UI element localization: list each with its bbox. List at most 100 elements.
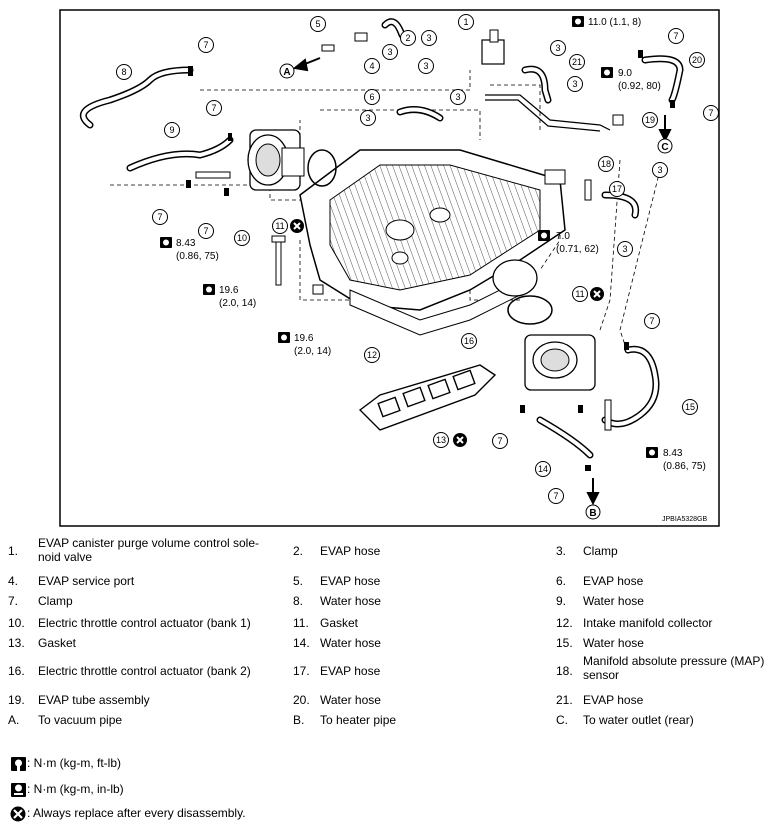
legend-text: Water hose [583,636,644,650]
callout-3: 3 [382,44,398,60]
legend-text: Clamp [583,544,618,558]
legend-number: 7. [8,594,19,608]
callout-3: 3 [550,40,566,56]
svg-text:1: 1 [463,17,468,27]
legend-number: 3. [556,544,567,558]
svg-text:19: 19 [645,115,655,125]
svg-text:3: 3 [423,61,428,71]
legend-text: EVAP service port [38,574,135,588]
svg-text:7: 7 [203,226,208,236]
svg-text:17: 17 [612,184,622,194]
legend-text: EVAP hose [583,693,644,707]
torque-value: 19.6 [219,285,239,296]
callout-18: 18 [598,156,614,172]
legend-number: 5. [293,574,304,588]
legend-number: C. [556,713,568,727]
callout-12: 12 [364,347,380,363]
callout-7: 7 [198,223,214,239]
callout-13: 13 [433,432,449,448]
legend-number: B. [293,713,305,727]
replace-part-icon [453,433,467,447]
svg-text:11: 11 [575,289,584,299]
evap-tube-assembly [485,94,611,132]
legend-text: Electric throttle control actuator (bank… [38,664,251,678]
legend-number: 18. [556,664,573,678]
callout-9: 9 [164,122,180,138]
legend-text: EVAP tube assembly [38,693,150,707]
svg-text:3: 3 [572,79,577,89]
callout-6: 6 [364,89,380,105]
svg-text:7: 7 [203,40,208,50]
letter-label: A [283,67,290,78]
replace-part-icon [590,287,604,301]
legend-number: 9. [556,594,567,608]
callout-1: 1 [458,14,474,30]
torque-value: 8.43 [176,238,196,249]
torque-in-lb-icon [160,237,172,248]
callout-3: 3 [360,110,376,126]
legend-number: 12. [556,616,573,630]
symbol-key-row: : N·m (kg-m, ft-lb) [10,756,121,772]
svg-text:21: 21 [572,57,582,67]
purge-valve [481,29,505,65]
callout-5: 5 [310,16,326,32]
svg-text:7: 7 [211,103,216,113]
callout-20: 20 [689,52,705,68]
legend-text: Clamp [38,594,73,608]
svg-text:2: 2 [405,33,410,43]
replace-part-icon [10,806,27,822]
legend-number: 20. [293,693,310,707]
torque-ft-lb-icon [572,16,584,27]
svg-text:3: 3 [426,33,431,43]
callout-11: 11 [572,286,588,302]
legend-text: EVAP hose [320,544,381,558]
torque-value: 19.6 [294,333,314,344]
legend-text: Gasket [38,636,77,650]
callout-16: 16 [461,333,477,349]
legend-number: 17. [293,664,310,678]
svg-text:10: 10 [237,233,247,243]
svg-text:3: 3 [387,47,392,57]
torque-value: (0.71, 62) [556,244,599,255]
torque-ft-lb-icon [10,756,27,772]
symbol-key-row: : N·m (kg-m, in-lb) [10,782,124,798]
legend-number: 13. [8,636,25,650]
torque-value: (0.86, 75) [176,251,219,262]
legend-number: 11. [293,616,309,630]
torque-in-lb-icon [538,230,550,241]
legend-text: To heater pipe [320,713,397,727]
direction-arrows [292,57,672,506]
callout-7: 7 [152,209,168,225]
callout-4: 4 [364,58,380,74]
throttle-body-bank-2 [524,334,596,391]
legend-number: 16. [8,664,25,678]
callout-7: 7 [668,28,684,44]
letter-marker-c: C [657,138,673,154]
letter-marker-a: A [279,63,295,79]
legend-text: EVAP hose [320,574,381,588]
legend-text: Gasket [320,616,359,630]
svg-text:11: 11 [275,221,284,231]
legend-number: 15. [556,636,573,650]
symbol-key-text: : Always replace after every disassembly… [27,806,246,821]
svg-text:6: 6 [369,92,374,102]
flange-bank-2 [492,259,538,297]
torque-values: 11.0 (1.1, 8) 9.0 (0.92, 80) 8.43 (0.86,… [176,17,706,472]
legend-text: EVAP hose [583,574,644,588]
legend-number: 8. [293,594,304,608]
manifold-gasket [358,364,497,431]
svg-text:14: 14 [538,464,548,474]
torque-value: 11.0 (1.1, 8) [588,17,641,28]
legend-text: Intake manifold collector [583,616,713,630]
hose-inner [81,19,683,457]
exploded-view-diagram: A B C 1233333333345677777777789101111121… [59,9,720,527]
svg-text:18: 18 [601,159,611,169]
svg-text:13: 13 [436,435,446,445]
svg-text:3: 3 [455,92,460,102]
legend-text: To vacuum pipe [38,713,123,727]
letter-label: B [589,508,596,519]
callout-numbers: 1233333333345677777777789101111121314151… [116,14,719,504]
svg-text:8: 8 [121,67,126,77]
symbol-key-text: : N·m (kg-m, ft-lb) [27,756,121,771]
torque-value: (2.0, 14) [219,298,256,309]
